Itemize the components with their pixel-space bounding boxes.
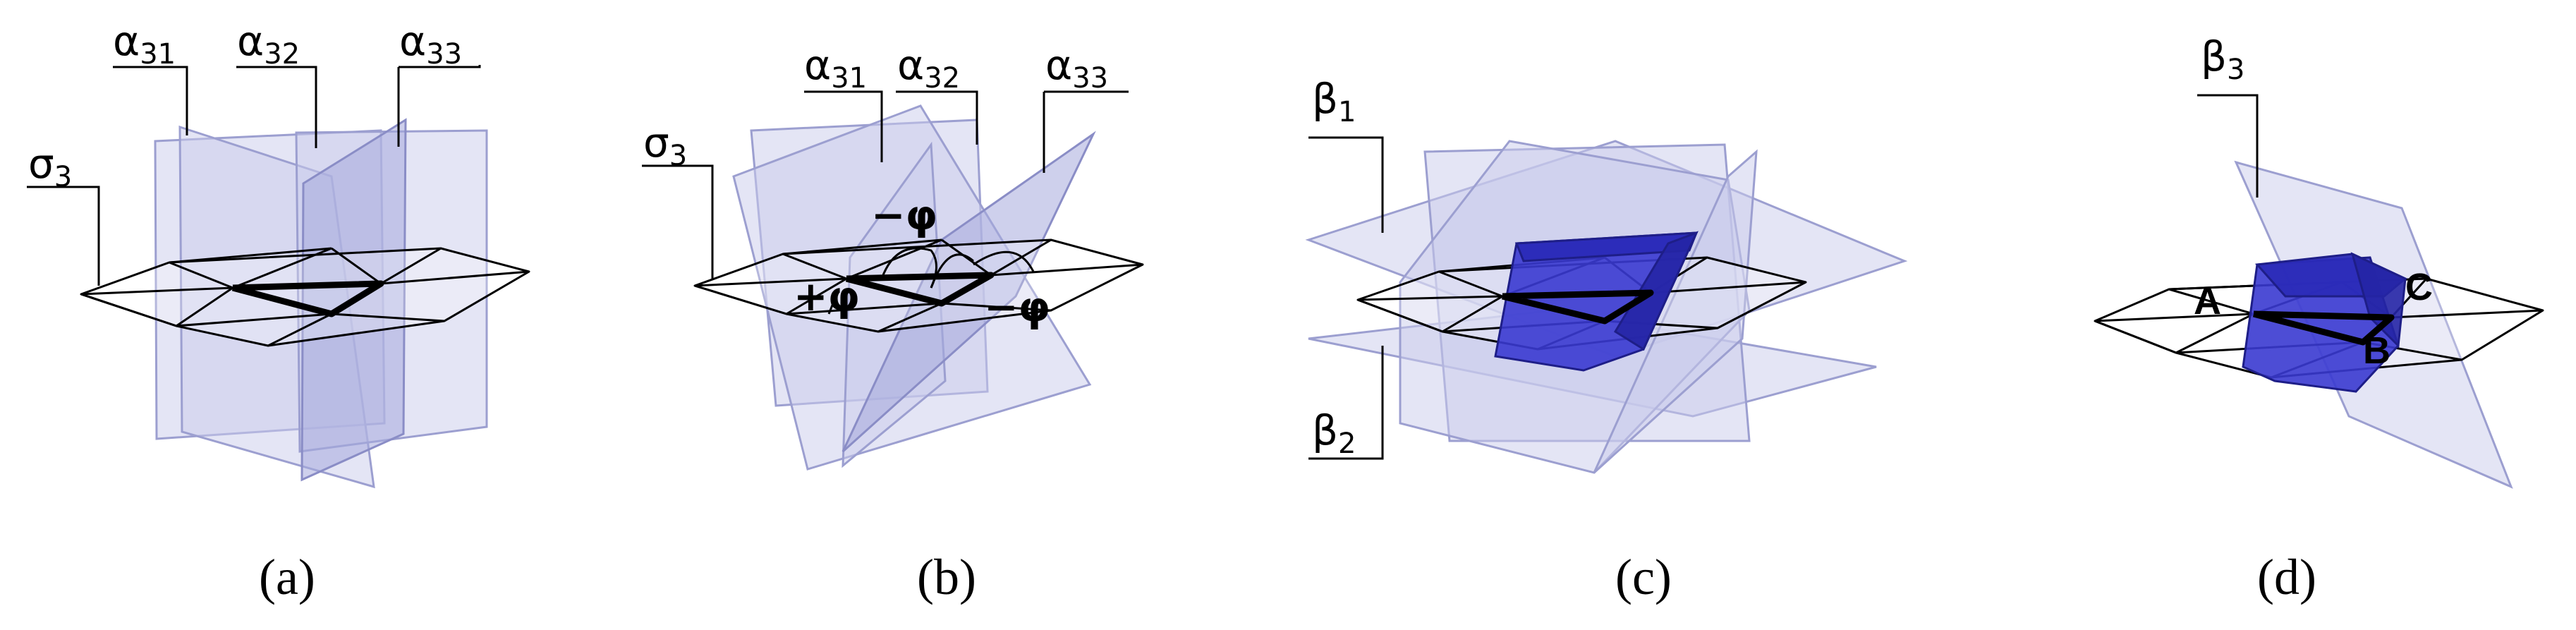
- plane-alpha33: [842, 141, 947, 468]
- label-sigma3: σ3: [643, 119, 687, 172]
- triangle-abc: [845, 272, 995, 307]
- triangle-abc: [1501, 289, 1654, 325]
- leader-alpha31: [113, 66, 188, 135]
- label-alpha31: α31: [804, 41, 867, 95]
- label-alpha33: α33: [399, 17, 462, 71]
- triangle-abc: [231, 280, 384, 317]
- label-alpha31: α31: [113, 17, 176, 71]
- plane-alpha-front: [1593, 149, 1758, 474]
- label-plus-phi: +φ: [794, 272, 860, 320]
- leader-beta2: [1308, 346, 1384, 460]
- volume-right-face: [2350, 252, 2407, 349]
- leader-alpha32: [896, 90, 978, 145]
- point-a-label: A: [2194, 280, 2221, 322]
- angle-arc-right: [973, 250, 1035, 272]
- caption-b: (b): [917, 549, 976, 605]
- label-alpha33: α33: [1045, 41, 1108, 95]
- volume-prism: [2242, 252, 2407, 393]
- plane-alpha33-overlap: [842, 131, 1096, 453]
- point-c-label: C: [2405, 266, 2433, 308]
- label-minus-phi-right: −φ: [984, 283, 1050, 331]
- leader-beta3: [2197, 94, 2259, 198]
- angle-arc-mid: [930, 253, 974, 289]
- label-minus-phi-top: −φ: [871, 191, 937, 239]
- label-beta3: β3: [2201, 32, 2244, 86]
- label-alpha32: α32: [237, 17, 300, 71]
- caption-d: (d): [2257, 549, 2316, 605]
- caption-a: (a): [259, 549, 315, 605]
- label-beta2: β2: [1312, 406, 1356, 460]
- point-b-label: B: [2363, 329, 2390, 372]
- leader-sigma3: [27, 186, 100, 286]
- leader-alpha32: [236, 66, 317, 148]
- label-alpha32: α32: [897, 41, 960, 95]
- panel-b: σ3 α31 α32 α33 −φ +φ −φ (b): [642, 41, 1144, 605]
- angle-arc-lower: [827, 296, 837, 315]
- angle-arc-left: [880, 247, 937, 289]
- volume-prism: [1494, 231, 1699, 372]
- leader-alpha33: [399, 65, 481, 68]
- panel-d: β3 A B C (d): [2094, 32, 2544, 605]
- leader-beta1: [1308, 136, 1384, 233]
- leader-sigma3: [642, 164, 714, 279]
- label-sigma3: σ3: [28, 140, 72, 193]
- panel-c: β1 β2 (c): [1305, 75, 1908, 605]
- mesh-sigma3: [80, 247, 530, 347]
- volume-right-face: [1613, 231, 1699, 351]
- triangle-abc: [2252, 310, 2395, 346]
- caption-c: (c): [1615, 549, 1672, 605]
- leader-alpha31: [804, 90, 883, 162]
- label-beta1: β1: [1312, 75, 1356, 128]
- panel-a: σ3 α31 α32 α33 (a): [27, 17, 530, 605]
